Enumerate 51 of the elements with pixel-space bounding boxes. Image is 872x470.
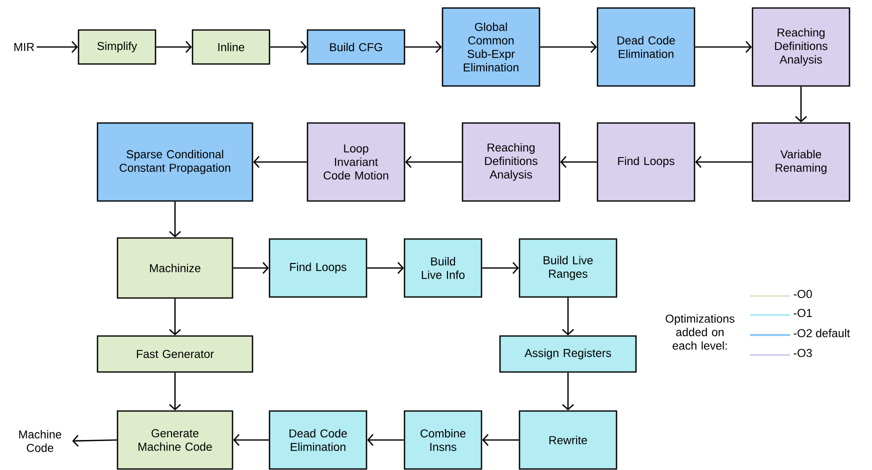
arrow bbox=[795, 86, 807, 122]
arrow bbox=[72, 434, 117, 447]
arrow bbox=[482, 434, 519, 446]
process-box: Combine Insns bbox=[404, 410, 482, 470]
arrow bbox=[270, 41, 307, 53]
process-box: Build Live Info bbox=[404, 238, 482, 298]
process-box: Find Loops bbox=[596, 122, 696, 202]
arrow bbox=[233, 434, 269, 446]
process-box: Build CFG bbox=[306, 29, 406, 65]
arrow bbox=[695, 156, 752, 168]
arrow bbox=[36, 41, 78, 53]
process-box: Variable Renaming bbox=[752, 122, 850, 202]
process-box: Machinize bbox=[116, 237, 234, 299]
arrow bbox=[405, 156, 462, 168]
process-box: Loop Invariant Code Motion bbox=[306, 122, 406, 202]
arrow bbox=[156, 41, 192, 53]
arrow bbox=[482, 262, 519, 274]
process-box: Global Common Sub-Expr Elimination bbox=[442, 7, 540, 87]
process-box: Rewrite bbox=[518, 410, 618, 470]
legend-title: Optimizations added on each level: bbox=[666, 314, 734, 350]
process-box: Simplify bbox=[78, 29, 156, 65]
arrow bbox=[560, 156, 597, 168]
arrow bbox=[169, 298, 181, 336]
process-box: Reaching Definitions Analysis bbox=[462, 122, 560, 202]
arrow bbox=[695, 41, 752, 53]
flow-text: Machine Code bbox=[19, 430, 62, 452]
process-box: Inline bbox=[192, 29, 270, 65]
process-box: Build Live Ranges bbox=[518, 238, 618, 298]
arrow bbox=[367, 262, 404, 274]
legend-text: -O0 bbox=[794, 290, 812, 298]
arrow bbox=[562, 298, 574, 336]
arrow bbox=[367, 434, 404, 446]
process-box: Sparse Conditional Constant Propagation bbox=[96, 122, 254, 202]
process-box: Dead Code Elimination bbox=[596, 7, 696, 87]
process-box: Fast Generator bbox=[96, 335, 254, 373]
process-box: Assign Registers bbox=[499, 335, 637, 373]
process-box: Reaching Definitions Analysis bbox=[752, 7, 850, 87]
arrow bbox=[253, 156, 307, 168]
process-box: Dead Code Elimination bbox=[268, 410, 368, 470]
arrow bbox=[169, 372, 181, 410]
process-box: Find Loops bbox=[268, 238, 368, 298]
legend-text: -O3 bbox=[794, 348, 812, 358]
arrow bbox=[169, 202, 181, 238]
arrow bbox=[562, 372, 574, 410]
legend-text: -O2 default bbox=[794, 328, 850, 338]
arrow bbox=[233, 262, 269, 274]
arrow bbox=[405, 41, 442, 53]
flow-text: MIR bbox=[14, 43, 34, 51]
process-box: Generate Machine Code bbox=[116, 410, 234, 470]
legend-text: -O1 bbox=[794, 308, 812, 318]
arrow bbox=[540, 41, 597, 53]
